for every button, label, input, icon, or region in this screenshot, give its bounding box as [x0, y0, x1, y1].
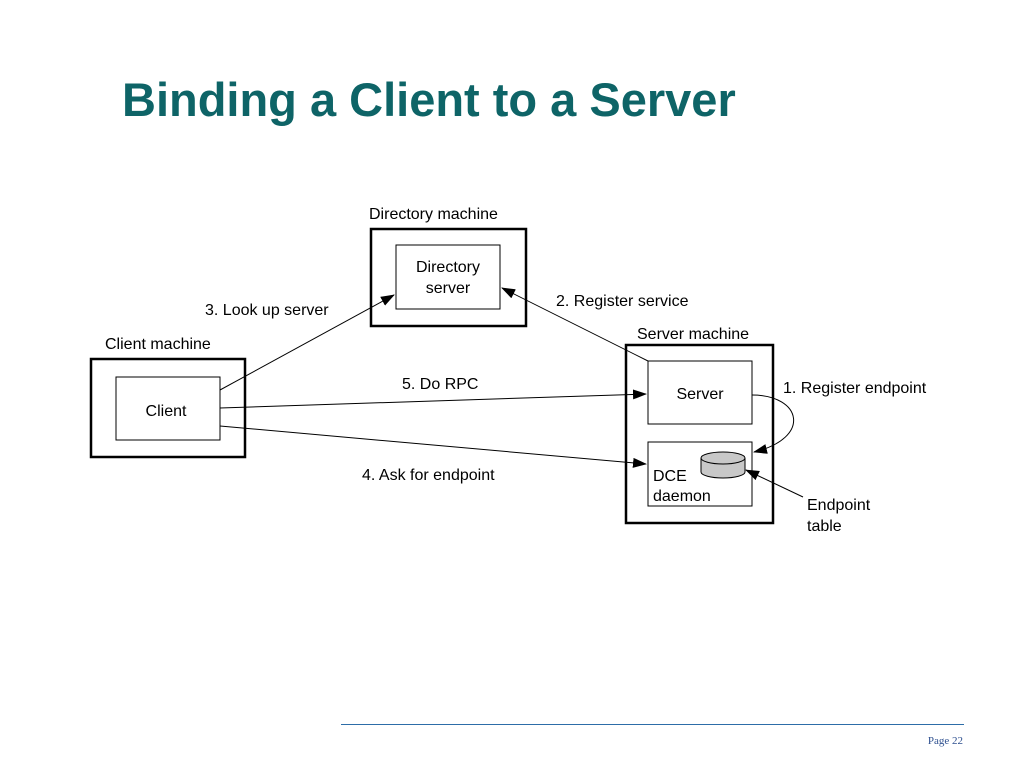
client-machine-box: [89, 357, 247, 459]
directory-server-box: [395, 244, 501, 310]
directory-machine-label: Directory machine: [369, 206, 498, 223]
dce-daemon-label-line1: DCE: [653, 468, 687, 485]
database-icon: [700, 451, 746, 479]
client-label: Client: [146, 403, 187, 420]
register-service-arrow: [501, 287, 649, 362]
footer-divider: [341, 724, 964, 725]
dce-daemon-label-line2: daemon: [653, 488, 711, 505]
endpoint-table-label-line1: Endpoint: [807, 497, 871, 514]
ask-for-endpoint-arrow: [219, 425, 647, 468]
page-number: Page 22: [927, 735, 963, 747]
server-machine-label: Server machine: [637, 326, 749, 343]
server-box: [647, 360, 753, 425]
client-box: [115, 376, 221, 441]
register-endpoint-label: 1. Register endpoint: [783, 380, 927, 397]
look-up-server-arrow: [219, 294, 395, 391]
directory-server-label-line1: Directory: [416, 259, 480, 276]
register-service-label: 2. Register service: [556, 293, 689, 310]
client-machine-label: Client machine: [105, 336, 211, 353]
directory-server-label-line2: server: [426, 280, 471, 297]
server-machine-box: [624, 343, 775, 525]
server-label: Server: [676, 386, 724, 403]
endpoint-table-label-line2: table: [807, 518, 842, 535]
look-up-server-label: 3. Look up server: [205, 302, 329, 319]
register-endpoint-arrow: [751, 394, 795, 454]
directory-machine-box: [369, 227, 528, 328]
ask-for-endpoint-label: 4. Ask for endpoint: [362, 467, 495, 484]
page-title: Binding a Client to a Server: [122, 73, 736, 126]
do-rpc-arrow: [219, 389, 647, 409]
endpoint-table-pointer-arrow: [745, 469, 804, 498]
do-rpc-label: 5. Do RPC: [402, 376, 478, 393]
